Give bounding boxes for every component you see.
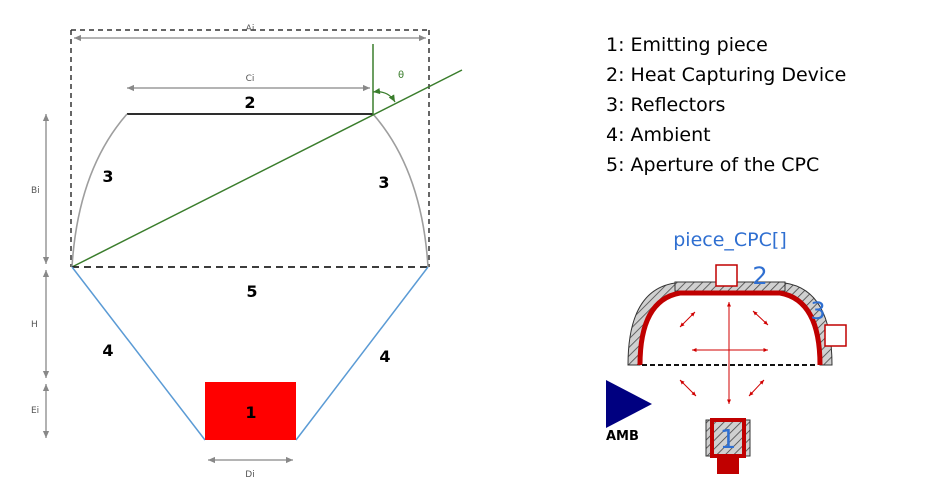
piece-cpc-component[interactable]: piece_CPC[] 2 3 1 AMB	[606, 229, 847, 474]
legend-item: 5: Aperture of the CPC	[606, 154, 820, 176]
legend-item: 1: Emitting piece	[606, 34, 768, 56]
incident-ray: θ	[71, 44, 463, 268]
legend-item: 4: Ambient	[606, 124, 711, 146]
component-port-3[interactable]	[824, 324, 847, 347]
component-reflector	[637, 290, 823, 366]
region-4-left-label: 4	[102, 341, 113, 360]
dimension-b-label: Bi	[31, 186, 40, 196]
region-2-label: 2	[244, 93, 255, 112]
dimension-e: Ei	[31, 384, 50, 438]
dimension-d-label: Di	[245, 470, 254, 480]
amb-triangle-icon[interactable]	[606, 380, 652, 428]
legend-item: 2: Heat Capturing Device	[606, 64, 847, 86]
dimension-h-label: H	[31, 320, 38, 330]
region-3-right-label: 3	[378, 173, 389, 192]
component-port-2[interactable]	[715, 264, 738, 287]
bounding-box	[70, 29, 430, 267]
emitting-piece	[205, 382, 296, 440]
amb-label: AMB	[606, 429, 639, 444]
component-radiation-arrows	[679, 302, 769, 404]
dimension-b: Bi	[31, 114, 50, 264]
reflector-left-curve	[71, 113, 128, 268]
region-3-left-label: 3	[102, 167, 113, 186]
dimension-e-label: Ei	[31, 406, 39, 416]
dimension-h: H	[31, 270, 50, 378]
component-port-1-label: 1	[720, 425, 737, 455]
component-port-3-label: 3	[810, 297, 825, 325]
component-port-1[interactable]	[717, 454, 739, 474]
ambient-line-left	[71, 266, 206, 441]
legend-item: 3: Reflectors	[606, 94, 726, 116]
region-5-label: 5	[246, 282, 257, 301]
dimension-a-label: Ai	[246, 24, 255, 34]
theta-label: θ	[398, 70, 404, 81]
component-port-2-label: 2	[752, 262, 767, 290]
region-1-label: 1	[245, 403, 256, 422]
dimension-d: Di	[208, 456, 293, 480]
ambient-line-right	[295, 266, 429, 441]
region-4-right-label: 4	[379, 347, 390, 366]
dimension-c-label: Ci	[246, 74, 255, 84]
legend: 1: Emitting piece 2: Heat Capturing Devi…	[606, 30, 846, 180]
component-name: piece_CPC[]	[673, 229, 786, 251]
dimension-c: Ci	[127, 74, 370, 92]
dimension-a: Ai	[74, 24, 426, 42]
reflector-right-curve	[372, 113, 429, 268]
